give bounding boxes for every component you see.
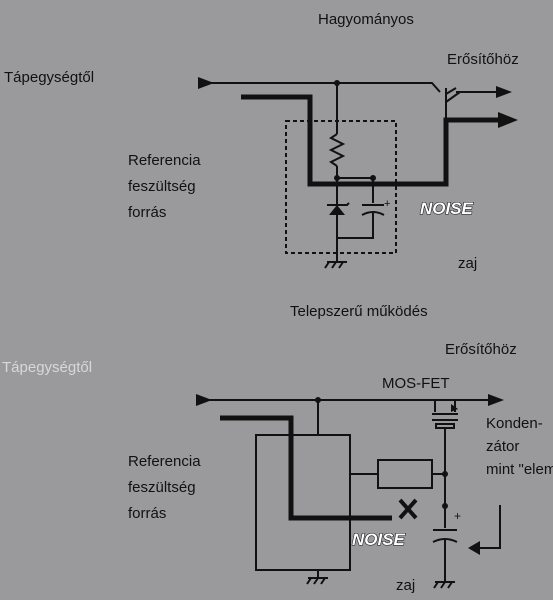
bottom-noise-path (220, 415, 392, 521)
top-noise-caption: zaj (458, 255, 477, 272)
bottom-output-arrow-icon (488, 394, 504, 406)
svg-text:+: + (384, 198, 390, 210)
bottom-title: Telepszerű működés (290, 303, 428, 320)
top-output-arrow-icon (496, 86, 512, 98)
bottom-output-label: Erősítőhöz (445, 341, 517, 358)
bottom-capacitor-icon: + (432, 509, 461, 543)
top-noise-arrow-icon (498, 112, 518, 128)
top-reference-line-1: Referencia (128, 152, 201, 169)
bottom-circuit: Telepszerű működés Tápegységtől Erősítőh… (2, 303, 553, 594)
capacitor-label-line-1: Konden- (486, 415, 543, 432)
top-circuit: Hagyományos Tápegységtől Erősítőhöz Refe… (4, 11, 519, 272)
noise-block-x-icon (398, 498, 418, 520)
bottom-reference-box (255, 434, 351, 571)
bottom-reference-line-2: feszültség (128, 479, 196, 496)
bottom-resistor-icon (377, 459, 433, 489)
capacitor-pointer-line (478, 505, 501, 549)
bottom-reference-line-3: forrás (128, 505, 166, 522)
resistor-icon (328, 133, 346, 167)
capacitor-label-line-2: zátor (486, 438, 519, 455)
top-ground-icon (324, 261, 347, 269)
capacitor-pointer-arrow-icon (468, 541, 480, 555)
top-reference-line-2: feszültség (128, 178, 196, 195)
capacitor-icon: + (361, 198, 390, 216)
top-output-label: Erősítőhöz (447, 51, 519, 68)
bottom-input-label: Tápegységtől (2, 359, 92, 376)
bottom-reference-line-1: Referencia (128, 453, 201, 470)
bottom-ground-right-icon (433, 581, 455, 589)
zener-diode-icon (327, 202, 350, 215)
top-title: Hagyományos (318, 11, 414, 28)
bottom-ground-left-icon (306, 577, 328, 585)
top-reference-box (285, 120, 397, 254)
top-supply-wire (200, 82, 441, 93)
top-reference-line-3: forrás (128, 204, 166, 221)
top-noise-label: NOISE (420, 199, 474, 218)
mosfet-label: MOS-FET (382, 375, 450, 392)
top-input-label: Tápegységtől (4, 69, 94, 86)
capacitor-label-line-3: mint "elem (486, 461, 553, 478)
mosfet-icon (432, 400, 458, 429)
bottom-noise-caption: zaj (396, 577, 415, 594)
top-noise-path (241, 94, 500, 187)
svg-text:+: + (454, 509, 461, 523)
bottom-noise-label: NOISE (352, 530, 406, 549)
